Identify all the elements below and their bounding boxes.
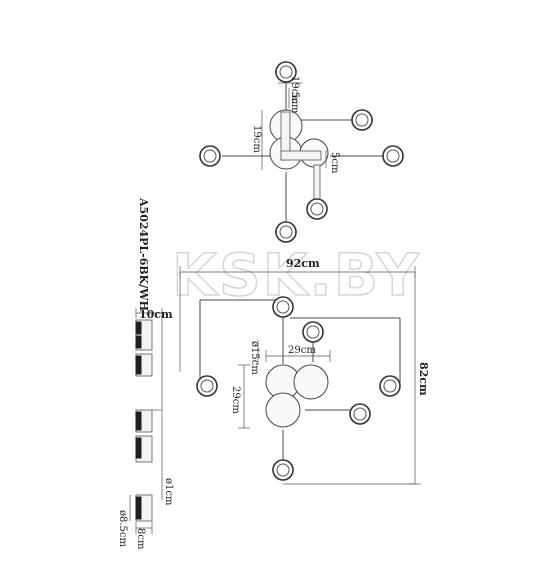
top-shade-right <box>382 145 404 167</box>
dim-10-label: 10cm <box>139 308 173 321</box>
front-shade-bottom <box>272 459 294 481</box>
dim-left-19-label: 19cm <box>251 125 262 153</box>
side-shade-3 <box>135 409 153 433</box>
dim-right-5-label: 5cm <box>329 152 340 174</box>
dim-8-label: 8cm <box>135 528 146 550</box>
side-view: 10cm ø1cm 8cm ø8.5cm <box>117 308 174 550</box>
front-shade-right <box>379 375 401 397</box>
side-shade-2 <box>135 353 153 377</box>
front-disc-2 <box>293 364 329 400</box>
dim-82-label: 82cm <box>417 362 430 396</box>
front-shade-top <box>272 296 294 318</box>
dim-29h-label: 29cm <box>230 386 241 414</box>
dim-8-5-label: ø8.5cm <box>117 510 128 548</box>
model-code: A5024PL-6BK/WH <box>137 197 150 311</box>
top-shade-left <box>199 145 221 167</box>
dim-92-label: 92cm <box>286 257 320 270</box>
front-shade-inner <box>302 321 324 343</box>
front-disc-3 <box>265 392 301 428</box>
dim-disc-label: ø15cm <box>249 341 260 375</box>
front-shade-left <box>196 375 218 397</box>
top-shade-upper-right <box>351 109 373 131</box>
side-shade-1 <box>135 319 153 351</box>
front-view: 92cm 82cm ø15cm 29cm 29cm <box>179 257 430 485</box>
top-view: 19cm 5cm 19cm 5cm <box>199 61 404 243</box>
front-shade-right-lower <box>349 403 371 425</box>
top-shade-down <box>275 221 297 243</box>
top-rod-lower <box>313 164 321 200</box>
side-shade-4 <box>135 435 153 463</box>
top-shade-lower-right <box>306 198 328 220</box>
dim-top-5-label: 5cm <box>289 92 300 114</box>
top-shade-up <box>275 61 297 83</box>
dim-rod-label: ø1cm <box>163 478 174 506</box>
dim-29w-label: 29cm <box>288 345 316 356</box>
side-shade-5 <box>135 494 153 522</box>
dim-top-19-label: 19cm <box>289 76 300 104</box>
watermark-logo: KSK.BY <box>172 241 421 309</box>
top-canopy-horizontal <box>280 150 322 161</box>
